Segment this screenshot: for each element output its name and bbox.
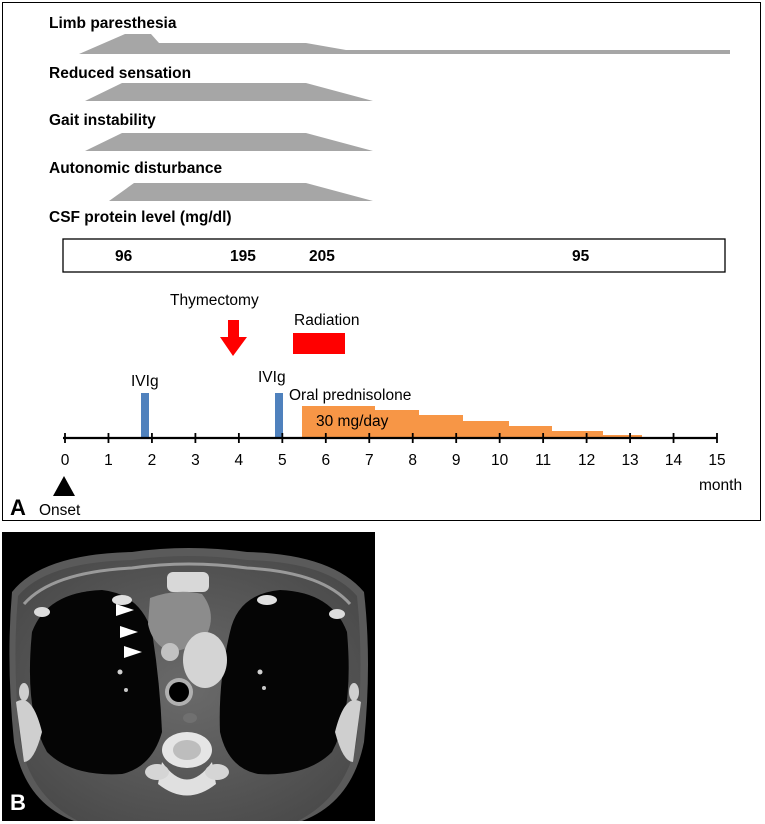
axis-tick-label: 6 [321,452,330,469]
symptom-bar-autonomic-disturbance [109,183,373,201]
axis-tick-label: 12 [578,452,595,469]
axis-tick-label: 11 [535,452,551,469]
axis-tick-label: 2 [148,452,157,469]
aorta [183,632,227,688]
prednisolone-label: Oral prednisolone [289,387,411,404]
csf-value-box [62,238,726,273]
thymectomy-label: Thymectomy [170,292,259,309]
arrowhead-icon-3 [124,646,142,658]
ivig-1-label: IVIg [131,373,159,390]
axis-tick-label: 13 [621,452,638,469]
chest-ct-image: B [2,532,375,821]
axis-tick-label: 5 [278,452,287,469]
onset-label: Onset [39,502,81,519]
axis-tick-label: 8 [408,452,417,469]
axis-unit-label: month [699,477,742,494]
ivig-1-bar [141,393,149,438]
symptom-label-gait-instability: Gait instability [49,112,156,129]
axis-tick-label: 7 [365,452,374,469]
symptom-label-reduced-sensation: Reduced sensation [49,65,191,82]
symptom-bar-reduced-sensation [85,83,373,101]
symptom-label-autonomic-disturbance: Autonomic disturbance [49,160,222,177]
panel-b-label: B [10,790,26,815]
symptom-bar-gait-instability [85,133,373,151]
axis-tick-label: 15 [708,452,725,469]
axis-tick-label: 9 [452,452,461,469]
axis-tick-label: 4 [235,452,244,469]
timeline-svg: Limb paresthesia Reduced sensation Gait … [10,15,742,520]
symptom-bar-limb-paresthesia [79,34,730,54]
csf-value-1: 96 [115,248,133,265]
ivig-2-bar [275,393,283,438]
symptom-label-limb-paresthesia: Limb paresthesia [49,15,177,32]
csf-value-4: 95 [572,248,590,265]
left-lung [219,590,349,775]
onset-triangle-icon [53,476,75,496]
radiation-label: Radiation [294,312,360,329]
axis-tick-label: 10 [491,452,509,469]
panel-b-ct-image: B [2,532,375,821]
axis-tick-label: 3 [191,452,200,469]
right-lung [29,590,162,775]
axis-tick-label: 1 [104,452,113,469]
prednisolone-dose-label: 30 mg/day [316,413,389,430]
arrowhead-icon-2 [120,626,138,638]
csf-value-3: 205 [309,248,335,265]
sternum [167,572,209,592]
radiation-bar [293,333,345,354]
axis-tick-label: 14 [665,452,683,469]
arrowhead-icon-1 [116,604,134,616]
csf-value-2: 195 [230,248,256,265]
panel-a-label: A [10,495,26,520]
csf-protein-label: CSF protein level (mg/dl) [49,209,232,226]
axis-tick-label: 0 [61,452,70,469]
panel-a-timeline: Limb paresthesia Reduced sensation Gait … [2,2,761,521]
prednisolone-taper-bar [302,406,642,438]
ivig-2-label: IVIg [258,369,286,386]
thymectomy-arrow-icon [220,320,247,356]
